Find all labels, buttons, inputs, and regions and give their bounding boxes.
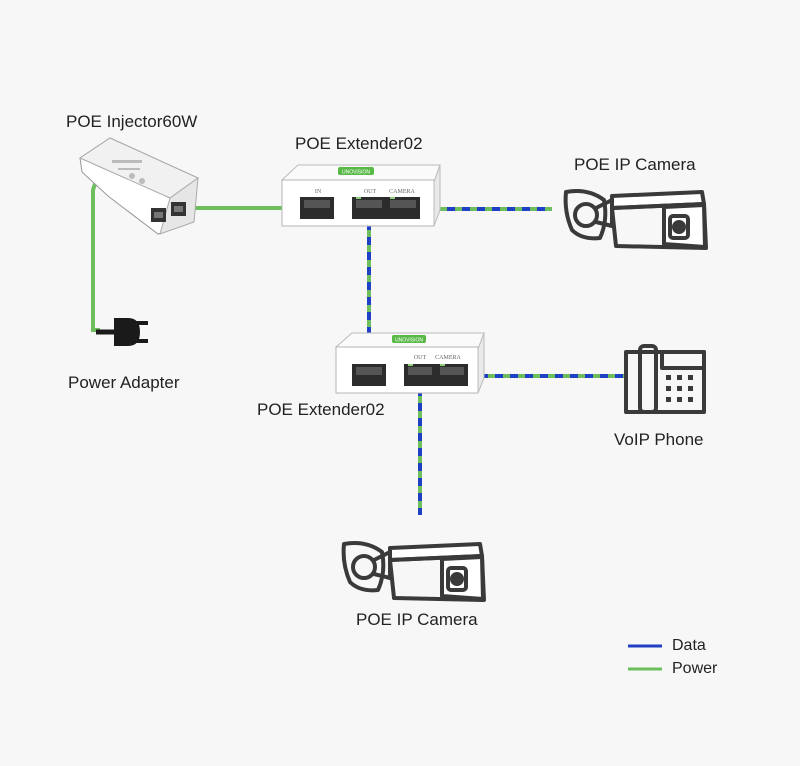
bullet-camera-icon <box>341 541 486 602</box>
legend <box>628 644 662 671</box>
legend-data-label: Data <box>672 637 706 654</box>
power-adapter-label: Power Adapter <box>68 373 180 392</box>
extender-top-brand: UNOVISION <box>342 170 370 176</box>
camera-top-label: POE IP Camera <box>574 155 696 174</box>
extender-mid-port-out-label: OUT <box>414 355 427 361</box>
bullet-camera-icon <box>563 189 708 250</box>
poe-extender-mid-device: UNOVISION OUT CAMERA <box>334 332 485 394</box>
injector-label: POE Injector60W <box>66 112 198 131</box>
power-plug-icon <box>96 318 148 346</box>
extender-top-port-in-label: IN <box>315 189 322 195</box>
poe-injector-device <box>78 137 199 235</box>
voip-phone-label: VoIP Phone <box>614 430 704 449</box>
extender-mid-label: POE Extender02 <box>257 400 385 419</box>
cable-injector-to-adapter <box>91 177 100 332</box>
extender-top-port-camera-label: CAMERA <box>389 189 415 195</box>
legend-power-label: Power <box>672 660 718 677</box>
extender-top-port-out-label: OUT <box>364 189 377 195</box>
extender-mid-port-camera-label: CAMERA <box>435 355 461 361</box>
extender-top-label: POE Extender02 <box>295 134 423 153</box>
extender-mid-brand: UNOVISION <box>395 338 423 344</box>
poe-extender-top-device: UNOVISION IN OUT CAMERA <box>280 164 441 227</box>
camera-bottom-label: POE IP Camera <box>356 610 478 629</box>
desk-phone-icon <box>624 344 706 414</box>
